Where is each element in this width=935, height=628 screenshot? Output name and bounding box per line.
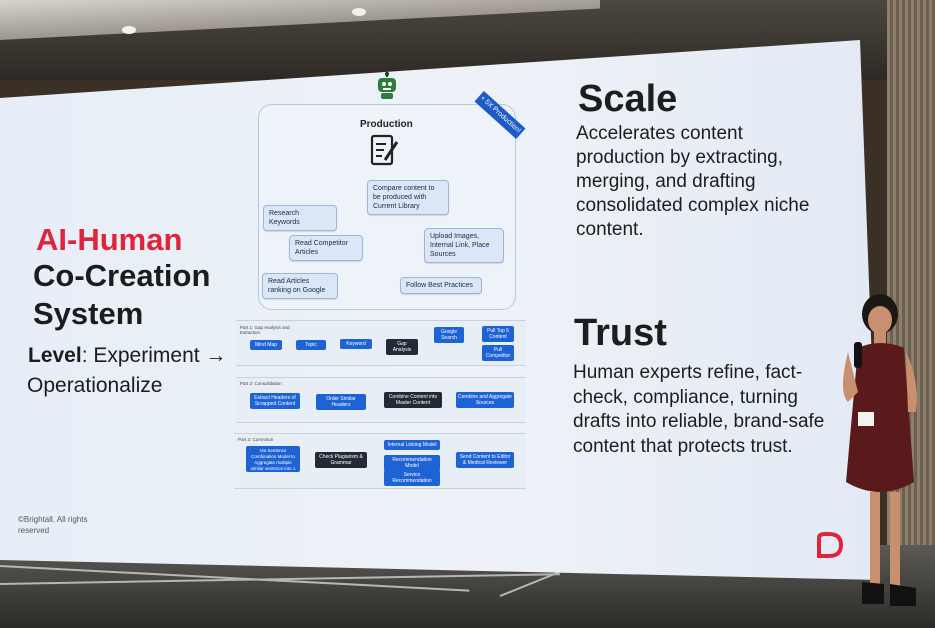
ceiling-light xyxy=(122,26,136,34)
band2-label: Part 2: Consolidation xyxy=(240,381,282,386)
scale-text: Accelerates content production by extrac… xyxy=(576,123,810,240)
scale-heading: Scale xyxy=(578,78,678,120)
production-title: Production xyxy=(360,119,413,130)
pill-service-recommendation: Service Recommendation xyxy=(384,470,440,486)
robot-icon xyxy=(378,72,396,99)
level-label: Level xyxy=(28,344,82,367)
node-research: Research Keywords xyxy=(263,205,337,231)
ceiling-light xyxy=(352,8,366,16)
document-edit-icon xyxy=(370,134,399,166)
brand-logo-icon xyxy=(817,532,843,558)
pill-sentence-combination: Via Sentence Combination Model to Aggreg… xyxy=(246,446,300,472)
level-line: Level: Experiment → xyxy=(28,344,226,368)
node-competitor: Read Competitor Articles xyxy=(289,235,363,261)
node-best-practices: Follow Best Practices xyxy=(400,277,482,294)
trust-heading: Trust xyxy=(574,312,667,354)
pill-combine-sources: Combine and Aggregate Sources xyxy=(456,392,514,408)
band-gap-analysis xyxy=(236,320,526,366)
pill-mind-map: Mind Map xyxy=(250,340,282,350)
level-value: : Experiment → xyxy=(81,344,227,367)
pill-keyword: Keyword xyxy=(340,339,372,349)
pill-gap-analysis: Gap Analysis xyxy=(386,339,418,355)
pill-order-headers: Order Similar Headers xyxy=(316,394,366,410)
level-value-2: Operationalize xyxy=(27,374,163,397)
stage-line xyxy=(0,573,560,585)
ceiling-panel xyxy=(0,0,600,41)
pill-pull-competitor: Pull Competitor xyxy=(482,345,514,361)
title-co-creation: Co-Creation xyxy=(33,258,211,293)
speaker-figure xyxy=(843,294,917,606)
pill-plagiarism: Check Plagiarism & Grammar xyxy=(315,452,367,468)
pill-google-search: Google Search xyxy=(434,327,464,343)
copyright: ©Brightall. All rights reserved xyxy=(18,515,88,535)
pill-recommendation: Recommendation Model xyxy=(384,455,440,471)
band1-label: Part 1: Gap Analysis and Extraction xyxy=(240,325,290,335)
node-articles: Read Articles ranking on Google xyxy=(262,273,338,299)
title-ai-human: AI-Human xyxy=(36,222,183,257)
node-upload: Upload Images, Internal Link, Place Sour… xyxy=(424,228,504,263)
trust-text: Human experts refine, fact-check, compli… xyxy=(573,362,825,457)
pill-combine-content: Combine Content into Master Content xyxy=(384,392,442,408)
pill-pull-top5: Pull Top 5 Content xyxy=(482,326,514,342)
title-system: System xyxy=(33,296,144,331)
node-compare: Compare content to be produced with Curr… xyxy=(367,180,449,215)
band3-label: Part 3: Correction xyxy=(238,437,274,442)
pill-extract-headers: Extract Headers of Scrapped Content xyxy=(250,393,300,409)
pill-internal-linking: Internal Linking Model xyxy=(384,440,440,450)
pill-send-editor: Send Content to Editor & Medical Reviewe… xyxy=(456,452,514,468)
pill-topic: Topic xyxy=(296,340,326,350)
